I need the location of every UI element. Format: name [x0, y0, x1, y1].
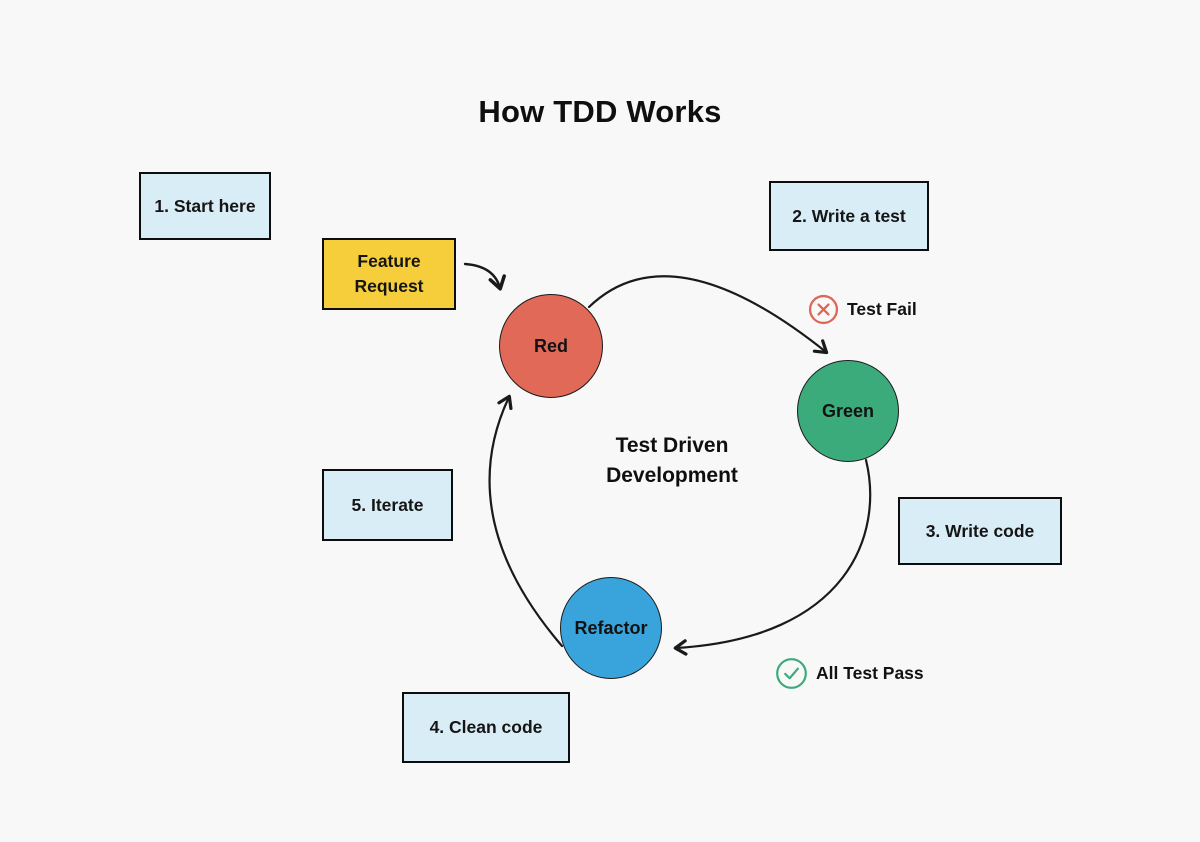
diagram-title: How TDD Works: [478, 94, 722, 129]
step-label: 4. Clean code: [429, 717, 543, 737]
status-test-fail-label: Test Fail: [847, 299, 917, 319]
arrow-feature-to-red: [463, 262, 506, 291]
feature-request-box: Feature Request: [322, 238, 456, 310]
arrow-red-to-green: [587, 275, 829, 355]
x-circle-icon: [808, 294, 839, 325]
step-label: 3. Write code: [925, 520, 1035, 541]
check-circle-icon: [776, 658, 807, 689]
center-caption-line2: Development: [606, 464, 738, 487]
step-box-write-code: 3. Write code: [898, 497, 1062, 565]
status-test-fail: Test Fail: [808, 294, 917, 325]
node-refactor-label: Refactor: [574, 617, 648, 638]
status-all-test-pass: All Test Pass: [775, 657, 924, 690]
step-label: 5. Iterate: [351, 494, 424, 515]
step-label: 1. Start here: [154, 195, 256, 216]
step-box-start-here: 1. Start here: [139, 172, 271, 240]
status-all-test-pass-label: All Test Pass: [816, 663, 924, 683]
node-red-label: Red: [533, 335, 568, 356]
step-label: 2. Write a test: [792, 205, 906, 226]
node-red: Red: [499, 294, 603, 398]
node-green: Green: [797, 360, 899, 462]
node-refactor: Refactor: [560, 577, 662, 679]
step-box-clean-code: 4. Clean code: [402, 692, 570, 763]
step-box-write-a-test: 2. Write a test: [769, 181, 929, 251]
center-caption-line1: Test Driven: [615, 434, 729, 457]
center-caption: Test Driven Development: [532, 431, 812, 491]
step-box-iterate: 5. Iterate: [322, 469, 453, 541]
feature-request-label: Feature Request: [354, 251, 424, 296]
node-green-label: Green: [821, 400, 875, 421]
